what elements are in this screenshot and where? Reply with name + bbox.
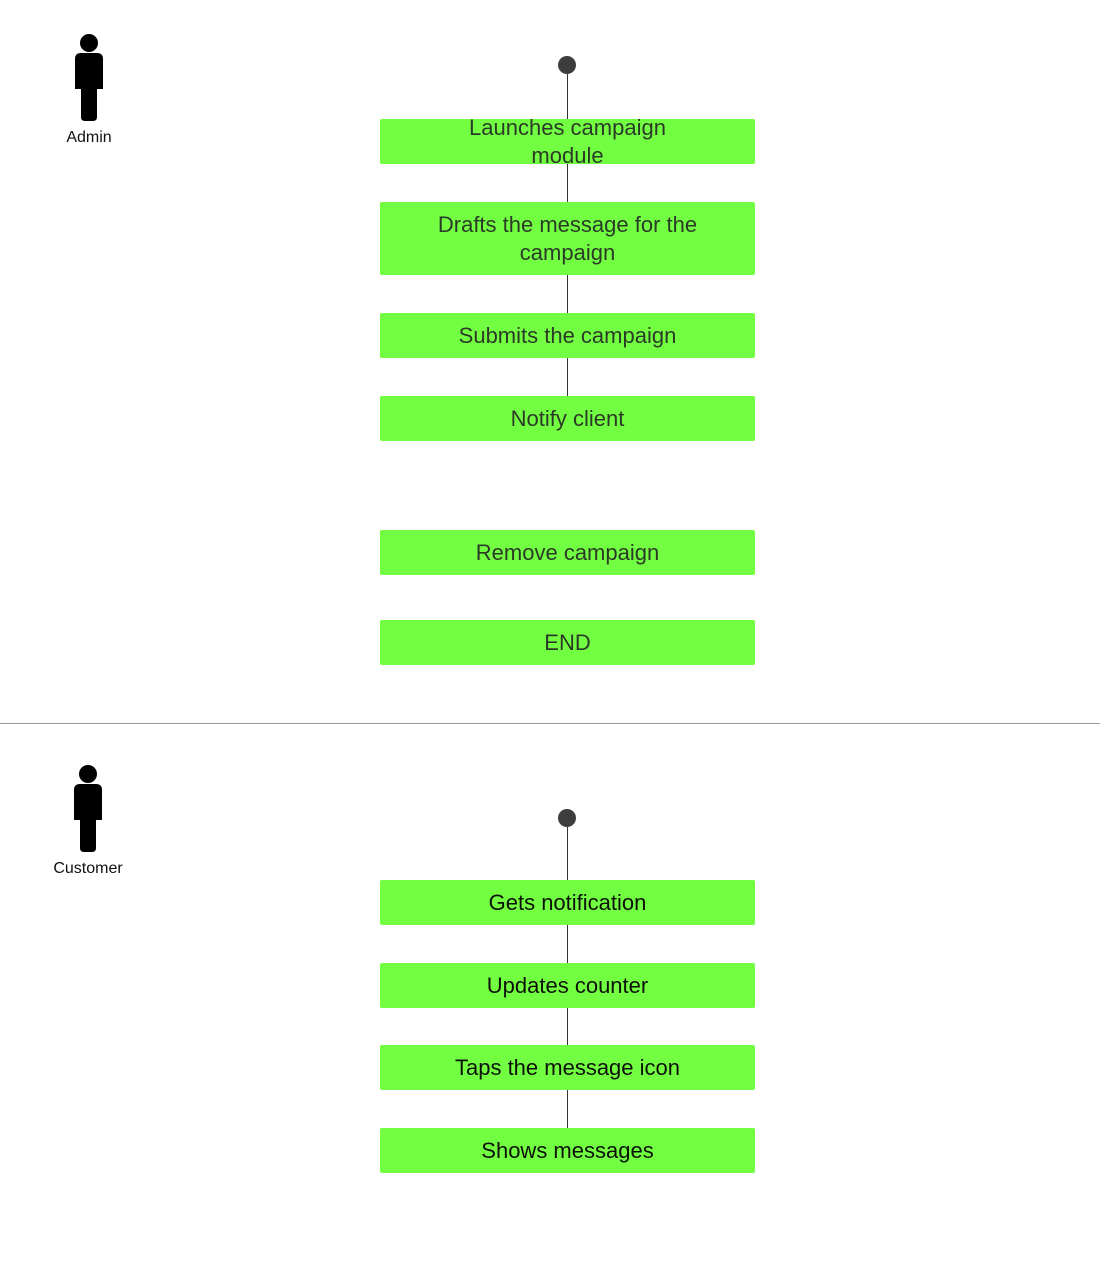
step-drafts-message: Drafts the message for the campaign — [380, 202, 755, 275]
connector-line — [567, 74, 568, 119]
connector-line — [567, 827, 568, 880]
admin-actor-label: Admin — [66, 129, 112, 146]
step-remove-campaign: Remove campaign — [380, 530, 755, 575]
customer-actor-label: Customer — [53, 860, 123, 877]
connector-line — [567, 925, 568, 963]
person-icon — [75, 34, 103, 121]
step-submits-campaign: Submits the campaign — [380, 313, 755, 358]
person-icon — [74, 765, 102, 852]
step-updates-counter: Updates counter — [380, 963, 755, 1008]
step-gets-notification: Gets notification — [380, 880, 755, 925]
connector-line — [567, 1008, 568, 1045]
connector-line — [567, 275, 568, 313]
step-taps-message-icon: Taps the message icon — [380, 1045, 755, 1090]
step-shows-messages: Shows messages — [380, 1128, 755, 1173]
step-notify-client: Notify client — [380, 396, 755, 441]
admin-start-node — [558, 56, 576, 74]
connector-line — [567, 358, 568, 396]
customer-actor: Customer — [28, 764, 148, 878]
step-launches-campaign-module: Launches campaign module — [380, 115, 755, 168]
customer-start-node — [558, 809, 576, 827]
connector-line — [567, 1090, 568, 1128]
step-end: END — [380, 620, 755, 665]
lane-divider — [0, 723, 1100, 724]
connector-line — [567, 164, 568, 202]
admin-actor: Admin — [29, 33, 149, 147]
